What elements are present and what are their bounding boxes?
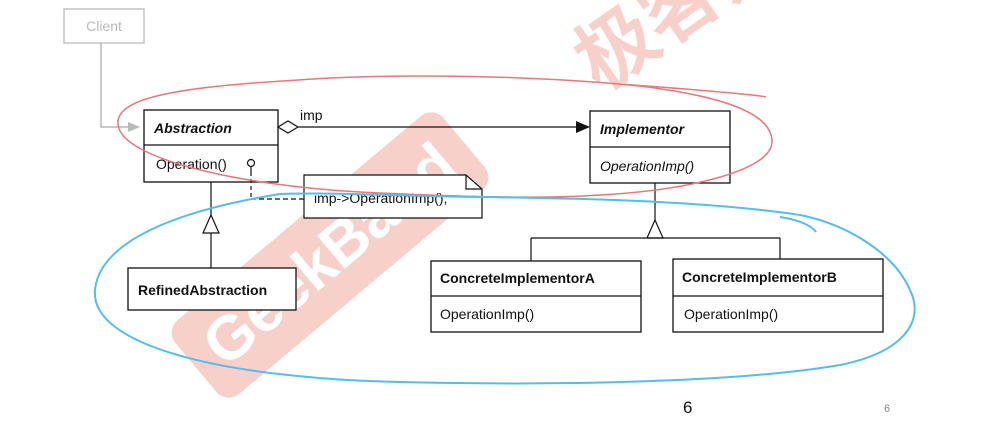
imp-association: imp (276, 107, 590, 134)
abstraction-class: Abstraction Operation() (143, 109, 279, 183)
implementor-class: Implementor OperationImp() (589, 110, 731, 184)
implementor-operation: OperationImp() (600, 158, 694, 174)
abstraction-title: Abstraction (153, 120, 232, 136)
concrete-implementor-b-operation: OperationImp() (684, 306, 778, 322)
implementor-title: Implementor (600, 121, 686, 137)
blue-highlight-ellipse (93, 192, 916, 385)
refined-inheritance (202, 182, 220, 268)
page-number-small: 6 (884, 403, 891, 415)
concrete-implementor-a-title: ConcreteImplementorA (440, 270, 595, 286)
concrete-implementor-b-title: ConcreteImplementorB (682, 269, 837, 285)
concrete-implementor-a-operation: OperationImp() (440, 306, 534, 322)
concrete-implementor-a-class: ConcreteImplementorA OperationImp() (430, 260, 642, 333)
imp-label: imp (300, 107, 323, 123)
refined-abstraction-title: RefinedAbstraction (138, 282, 267, 298)
page-number-large: 6 (683, 398, 693, 417)
red-highlight-ellipse (117, 75, 773, 198)
abstraction-operation: Operation() (156, 156, 227, 172)
client-label: Client (86, 18, 122, 34)
client-class: Client (63, 8, 145, 44)
concrete-inheritance (530, 183, 781, 261)
client-to-abstraction-connector (100, 43, 140, 132)
refined-abstraction-class: RefinedAbstraction (127, 267, 297, 311)
geekband-watermark: GeekBand 极客邦 (171, 0, 803, 398)
concrete-implementor-b-class: ConcreteImplementorB OperationImp() (672, 258, 884, 333)
